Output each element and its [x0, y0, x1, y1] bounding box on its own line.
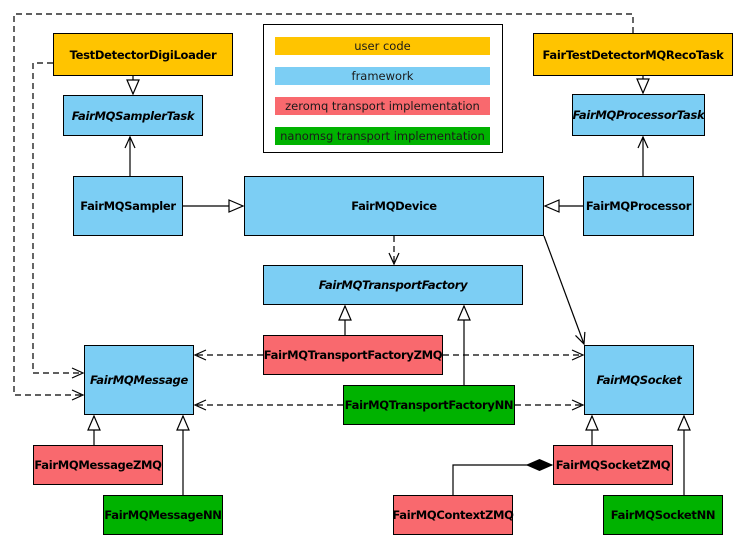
class-box-fairmqprocessortask: FairMQProcessorTask	[572, 94, 705, 136]
class-box-testdetectordigiloader: TestDetectorDigiLoader	[53, 33, 233, 76]
class-box-fairmqmessage: FairMQMessage	[84, 345, 194, 415]
legend-item-user-code: user code	[275, 37, 490, 55]
class-box-fairmqsampler: FairMQSampler	[73, 176, 183, 236]
class-box-fairmqdevice: FairMQDevice	[244, 176, 544, 236]
class-box-fairmqsocketzmq: FairMQSocketZMQ	[553, 445, 673, 485]
legend-item-framework: framework	[275, 67, 490, 85]
legend-item-nanomsg: nanomsg transport implementation	[275, 127, 490, 145]
class-box-fairmqprocessor: FairMQProcessor	[583, 176, 694, 236]
edge-aggregation-contextzmq-socketzmq	[452, 465, 552, 495]
class-box-fairtestdetectormqrecotask: FairTestDetectorMQRecoTask	[533, 33, 733, 76]
edge-dependency-recotask-message	[13, 13, 634, 401]
class-box-fairmqcontextzmq: FairMQContextZMQ	[392, 495, 514, 535]
class-box-fairmqmessagezmq: FairMQMessageZMQ	[33, 445, 163, 485]
class-box-fairmqsamplertask: FairMQSamplerTask	[63, 95, 203, 136]
class-box-fairmqtransportfactoryzmq: FairMQTransportFactoryZMQ	[263, 335, 443, 375]
class-box-fairmqmessagenn: FairMQMessageNN	[103, 495, 223, 535]
edge-association-device-socket	[543, 235, 586, 346]
class-box-fairmqsocketnn: FairMQSocketNN	[603, 495, 723, 535]
legend: user code framework zeromq transport imp…	[263, 24, 503, 153]
class-box-fairmqsocket: FairMQSocket	[584, 345, 694, 415]
class-box-fairmqtransportfactory: FairMQTransportFactory	[263, 265, 523, 305]
edge-dependency-digiloader-message	[32, 62, 85, 379]
class-box-fairmqtransportfactorynn: FairMQTransportFactoryNN	[343, 385, 515, 425]
legend-item-zeromq: zeromq transport implementation	[275, 97, 490, 115]
